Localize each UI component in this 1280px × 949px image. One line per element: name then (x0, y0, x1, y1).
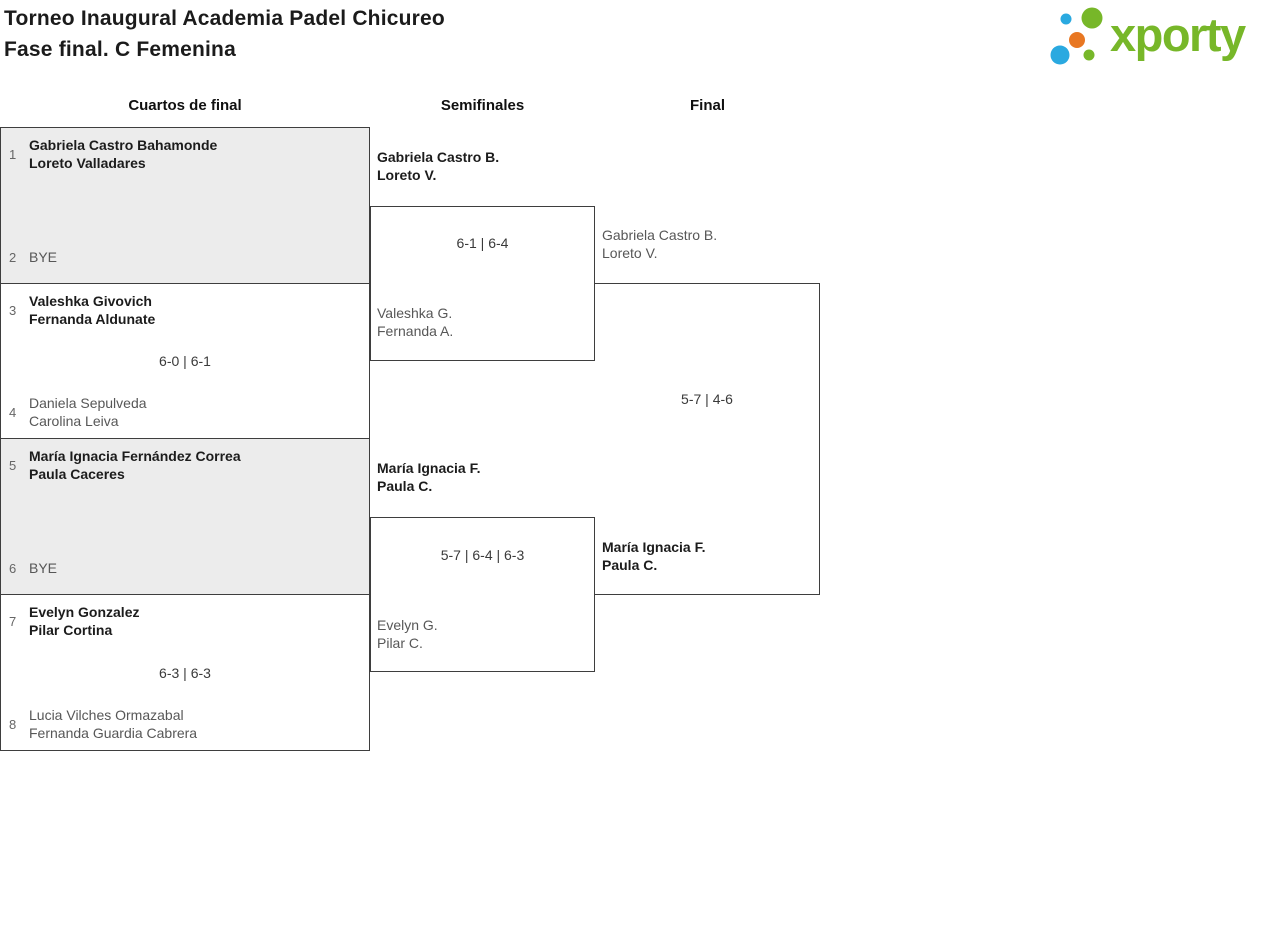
player-name: Carolina Leiva (29, 413, 119, 429)
seed-number: 3 (9, 302, 17, 318)
player-name: BYE (29, 249, 58, 265)
seed-number: 7 (9, 613, 17, 629)
match-box-sf2: 5-7 | 6-4 | 6-3 (370, 517, 595, 672)
player-name: Pilar Cortina (29, 622, 113, 638)
player-name: Gabriela Castro B. (602, 227, 718, 243)
qf1-bottom-team: BYE (29, 239, 57, 275)
player-name: Loreto V. (377, 167, 437, 183)
xporty-logo[interactable]: xporty (1047, 6, 1277, 68)
page-title-line1: Torneo Inaugural Academia Padel Chicureo (4, 7, 445, 30)
sf1-score: 6-1 | 6-4 (456, 235, 509, 251)
player-name: Fernanda Guardia Cabrera (29, 725, 198, 741)
qf4-top-team-row: 7 Evelyn Gonzalez Pilar Cortina (1, 603, 369, 639)
qf2-bottom-team: Daniela Sepulveda Carolina Leiva (29, 394, 147, 430)
match-box-qf2: 3 Valeshka Givovich Fernanda Aldunate 6-… (0, 283, 370, 439)
player-name: Lucia Vilches Ormazabal (29, 707, 184, 723)
player-name: Loreto Valladares (29, 155, 146, 171)
match-box-qf3: 5 María Ignacia Fernández Correa Paula C… (0, 438, 370, 595)
match-box-sf1: 6-1 | 6-4 (370, 206, 595, 361)
final-score: 5-7 | 4-6 (681, 391, 733, 407)
seed-number: 5 (9, 457, 17, 473)
qf1-top-team: Gabriela Castro Bahamonde Loreto Vallada… (29, 136, 217, 172)
player-name: Valeshka Givovich (29, 293, 152, 309)
qf3-bottom-team-row: 6 BYE (1, 550, 369, 586)
qf2-top-team-row: 3 Valeshka Givovich Fernanda Aldunate (1, 292, 369, 328)
round-header-quarterfinals: Cuartos de final (128, 97, 242, 114)
player-name: Paula C. (602, 557, 658, 573)
xporty-logo-text: xporty (1110, 8, 1246, 61)
qf1-bottom-team-row: 2 BYE (1, 239, 369, 275)
qf2-top-team: Valeshka Givovich Fernanda Aldunate (29, 292, 155, 328)
final-bottom-team: María Ignacia F. Paula C. (602, 538, 817, 574)
player-name: Paula Caceres (29, 466, 125, 482)
player-name: Loreto V. (602, 245, 658, 261)
qf4-bottom-team-row: 8 Lucia Vilches Ormazabal Fernanda Guard… (1, 706, 369, 742)
player-name: Fernanda Aldunate (29, 311, 156, 327)
match-box-final: 5-7 | 4-6 (595, 283, 820, 595)
qf3-top-team-row: 5 María Ignacia Fernández Correa Paula C… (1, 447, 369, 483)
player-name: Valeshka G. (377, 305, 453, 321)
sf1-top-team: Gabriela Castro B. Loreto V. (377, 148, 592, 184)
round-header-final: Final (689, 97, 725, 114)
player-name: Evelyn Gonzalez (29, 604, 140, 620)
seed-number: 4 (9, 404, 17, 420)
player-name: Paula C. (377, 478, 433, 494)
final-top-team: Gabriela Castro B. Loreto V. (602, 226, 817, 262)
player-name: Pilar C. (377, 635, 423, 651)
player-name: María Ignacia Fernández Correa (29, 448, 241, 464)
player-name: Gabriela Castro B. (377, 149, 500, 165)
player-name: Gabriela Castro Bahamonde (29, 137, 218, 153)
match-box-qf1: 1 Gabriela Castro Bahamonde Loreto Valla… (0, 127, 370, 284)
player-name: Daniela Sepulveda (29, 395, 147, 411)
player-name: Evelyn G. (377, 617, 438, 633)
seed-number: 6 (9, 560, 17, 576)
logo-dot-orange (1069, 32, 1085, 48)
qf3-bottom-team: BYE (29, 550, 57, 586)
qf4-score: 6-3 | 6-3 (159, 664, 211, 681)
seed-number: 8 (9, 716, 17, 732)
sf2-score: 5-7 | 6-4 | 6-3 (440, 547, 525, 563)
page-title: Torneo Inaugural Academia Padel Chicureo… (4, 3, 445, 65)
xporty-logo-graphic: xporty (1050, 7, 1248, 65)
match-box-qf4: 7 Evelyn Gonzalez Pilar Cortina 6-3 | 6-… (0, 594, 370, 751)
player-name: BYE (29, 560, 58, 576)
logo-dot-green-large (1081, 7, 1103, 29)
sf2-top-team: María Ignacia F. Paula C. (377, 459, 592, 495)
logo-dot-green-small (1083, 49, 1095, 61)
logo-dot-blue-large (1050, 45, 1070, 65)
qf4-bottom-team: Lucia Vilches Ormazabal Fernanda Guardia… (29, 706, 197, 742)
qf4-top-team: Evelyn Gonzalez Pilar Cortina (29, 603, 139, 639)
seed-number: 1 (9, 146, 17, 162)
seed-number: 2 (9, 249, 17, 265)
qf1-top-team-row: 1 Gabriela Castro Bahamonde Loreto Valla… (1, 136, 369, 172)
qf2-score: 6-0 | 6-1 (159, 353, 211, 369)
round-header-semifinals: Semifinales (440, 97, 525, 114)
sf2-bottom-team: Evelyn G. Pilar C. (377, 616, 592, 652)
qf3-top-team: María Ignacia Fernández Correa Paula Cac… (29, 447, 241, 483)
logo-dot-blue-small (1060, 13, 1072, 25)
player-name: María Ignacia F. (602, 539, 706, 555)
player-name: Fernanda A. (377, 323, 454, 339)
page-title-line2: Fase final. C Femenina (4, 38, 236, 61)
qf2-bottom-team-row: 4 Daniela Sepulveda Carolina Leiva (1, 394, 369, 430)
player-name: María Ignacia F. (377, 460, 481, 476)
sf1-bottom-team: Valeshka G. Fernanda A. (377, 304, 592, 340)
